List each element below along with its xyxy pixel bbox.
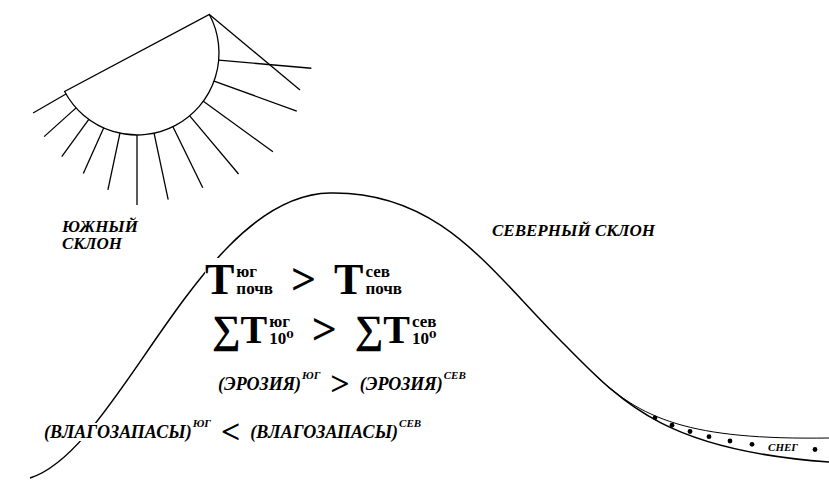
- sun-ray: [33, 94, 66, 113]
- snow-dot: [813, 447, 818, 452]
- subscript-index: почв: [365, 280, 402, 297]
- superscript-index: юг: [269, 313, 293, 330]
- snow-dot: [707, 434, 712, 439]
- superscript-index: ЮГ: [302, 370, 320, 381]
- superscript-index: ЮГ: [193, 418, 211, 429]
- sun-ray: [108, 133, 120, 190]
- snow-dot: [670, 423, 675, 428]
- superscript-index: СЕВ: [399, 418, 421, 429]
- sun-symbol: [33, 15, 311, 205]
- formula-row: Tюгпочв>Tсевпочв: [205, 258, 402, 302]
- formula-term: (ВЛАГОЗАПАСЫ): [44, 423, 192, 441]
- superscript-index: сев: [365, 263, 402, 280]
- sun-ray: [209, 15, 300, 90]
- snow-dot: [728, 439, 733, 444]
- formula-term: (ВЛАГОЗАПАСЫ): [250, 423, 398, 441]
- formula-row: (ЭРОЗИЯ)ЮГ>(ЭРОЗИЯ)СЕВ: [218, 367, 466, 401]
- sun-ray: [173, 127, 203, 188]
- comparison-sign: >: [330, 367, 349, 401]
- superscript-index: сев: [412, 313, 436, 330]
- subscript-index: почв: [236, 280, 273, 297]
- formula-term: (ЭРОЗИЯ): [218, 375, 301, 393]
- sun-ray: [62, 119, 89, 156]
- snow-dot: [750, 442, 755, 447]
- formula-term: T: [205, 258, 234, 302]
- subscript-index: 10⁰: [269, 330, 293, 347]
- formula-term: T: [334, 258, 363, 302]
- subscript-index: 10⁰: [412, 330, 436, 347]
- index-stack: севпочв: [365, 263, 402, 297]
- comparison-sign: >: [312, 308, 337, 352]
- sun-ray: [44, 108, 76, 137]
- superscript-index: юг: [236, 263, 273, 280]
- snow-dot: [653, 415, 658, 420]
- slope-label: ЮЖНЫЙ СКЛОН: [62, 218, 157, 252]
- formula-row: ∑Tюг10⁰>∑Tсев10⁰: [212, 308, 436, 352]
- sun-ray: [154, 133, 168, 200]
- sun-ray: [83, 128, 103, 174]
- formula-term: ∑T: [355, 310, 410, 350]
- slope-label: СЕВЕРНЫЙ СКЛОН: [492, 222, 655, 239]
- sun-ray: [136, 135, 137, 205]
- superscript-index: СЕВ: [444, 370, 466, 381]
- snow-cover-line: [590, 370, 829, 438]
- index-stack: сев10⁰: [412, 313, 436, 347]
- sun-disc: [65, 15, 219, 135]
- snow-label: СНЕГ: [768, 442, 798, 453]
- sun-ray: [214, 81, 297, 111]
- snow-dot: [688, 429, 693, 434]
- formula-term: (ЭРОЗИЯ): [360, 375, 443, 393]
- sun-ray: [203, 101, 273, 152]
- comparison-sign: >: [291, 258, 316, 302]
- index-stack: юг10⁰: [269, 313, 293, 347]
- formula-row: (ВЛАГОЗАПАСЫ)ЮГ<(ВЛАГОЗАПАСЫ)СЕВ: [44, 415, 421, 449]
- formula-term: ∑T: [212, 310, 267, 350]
- comparison-sign: <: [221, 415, 240, 449]
- sun-ray: [190, 116, 239, 174]
- index-stack: югпочв: [236, 263, 273, 297]
- hill-outline: [30, 193, 829, 478]
